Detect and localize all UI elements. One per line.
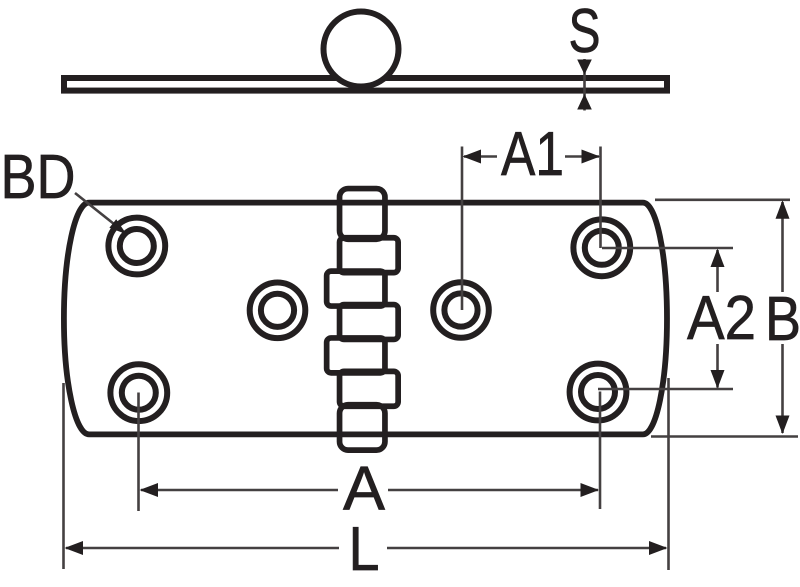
svg-text:B: B xyxy=(765,285,800,354)
svg-text:A: A xyxy=(343,455,386,524)
svg-text:A2: A2 xyxy=(687,284,756,353)
svg-text:L: L xyxy=(349,515,380,584)
svg-text:BD: BD xyxy=(1,143,76,212)
svg-text:A1: A1 xyxy=(501,120,564,189)
svg-text:S: S xyxy=(569,0,601,66)
